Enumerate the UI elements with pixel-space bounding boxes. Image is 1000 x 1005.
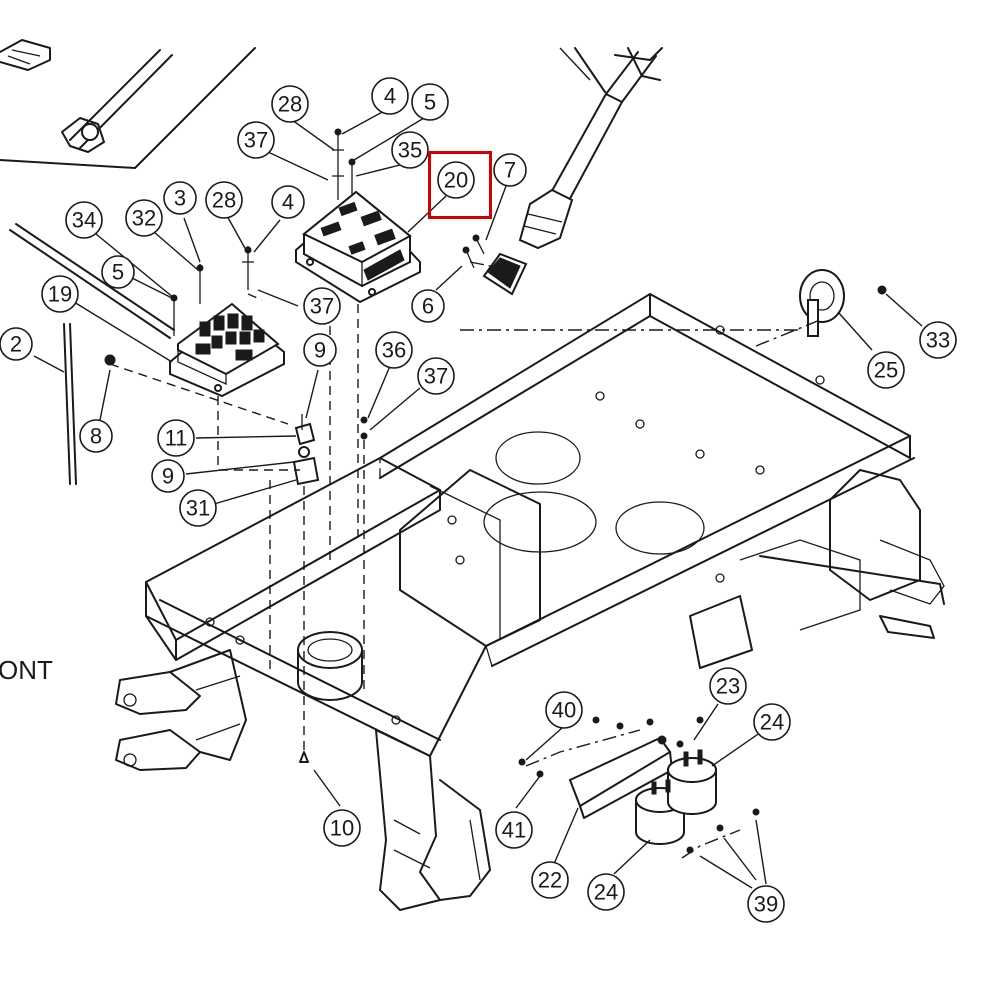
callout-34: 34 — [65, 201, 103, 239]
solenoid-assembly — [518, 716, 760, 854]
callout-7: 7 — [493, 153, 527, 187]
callout-37a: 37 — [237, 121, 275, 159]
svg-text:37: 37 — [310, 294, 334, 319]
callout-32: 32 — [125, 199, 163, 237]
svg-text:11: 11 — [165, 426, 188, 451]
callout-24b: 24 — [587, 873, 625, 911]
callout-6: 6 — [411, 289, 445, 323]
svg-text:5: 5 — [424, 90, 436, 115]
leader-lines — [33, 47, 923, 889]
callout-10: 10 — [323, 809, 361, 847]
callout-20: 20 — [437, 161, 475, 199]
callout-37c: 37 — [417, 357, 455, 395]
svg-text:37: 37 — [244, 128, 268, 153]
callout-35: 35 — [391, 131, 429, 169]
fasteners — [170, 128, 368, 763]
svg-text:10: 10 — [330, 816, 354, 841]
svg-text:24: 24 — [594, 880, 618, 905]
callout-25: 25 — [867, 351, 905, 389]
svg-text:41: 41 — [502, 818, 526, 843]
callout-4b: 4 — [271, 185, 305, 219]
callout-9b: 9 — [151, 459, 185, 493]
connector-7 — [462, 234, 528, 296]
controller-20 — [295, 190, 421, 304]
rod-2 — [63, 323, 116, 485]
callout-37b: 37 — [303, 287, 341, 325]
svg-text:4: 4 — [282, 190, 294, 215]
assembly-lines — [109, 261, 821, 859]
callout-23: 23 — [709, 667, 747, 705]
svg-text:31: 31 — [186, 496, 210, 521]
bar-34 — [9, 223, 175, 339]
svg-text:9: 9 — [314, 338, 326, 363]
svg-text:19: 19 — [48, 282, 72, 307]
svg-text:24: 24 — [760, 710, 784, 735]
callout-39: 39 — [747, 885, 785, 923]
callout-19: 19 — [41, 275, 79, 313]
svg-text:40: 40 — [552, 698, 576, 723]
svg-text:20: 20 — [444, 168, 468, 193]
svg-text:25: 25 — [874, 358, 898, 383]
callout-24a: 24 — [753, 703, 791, 741]
callout-40: 40 — [545, 691, 583, 729]
svg-text:8: 8 — [90, 424, 102, 449]
callout-8: 8 — [79, 419, 113, 453]
svg-text:22: 22 — [538, 868, 562, 893]
svg-text:3: 3 — [174, 186, 186, 211]
callout-2: 2 — [0, 327, 33, 361]
horn-25 — [799, 269, 887, 337]
callout-5b: 5 — [101, 255, 135, 289]
svg-text:32: 32 — [132, 206, 156, 231]
svg-text:4: 4 — [384, 84, 396, 109]
svg-text:39: 39 — [754, 892, 778, 917]
svg-text:23: 23 — [716, 674, 740, 699]
highlight-box — [428, 151, 492, 219]
controller-19 — [169, 302, 285, 398]
svg-text:28: 28 — [212, 188, 236, 213]
callout-28b: 28 — [205, 181, 243, 219]
callout-33: 33 — [919, 321, 957, 359]
svg-text:9: 9 — [162, 464, 174, 489]
callout-11: 11 — [157, 419, 195, 457]
callout-5a: 5 — [411, 83, 449, 121]
callout-9a: 9 — [303, 333, 337, 367]
front-direction-label: ONT — [0, 655, 53, 685]
callout-28a: 28 — [271, 85, 309, 123]
callout-4a: 4 — [371, 77, 409, 115]
callout-36: 36 — [375, 331, 413, 369]
svg-text:28: 28 — [278, 92, 302, 117]
chassis-frame — [115, 293, 945, 911]
svg-text:6: 6 — [422, 294, 434, 319]
svg-text:34: 34 — [72, 208, 96, 233]
svg-text:37: 37 — [424, 364, 448, 389]
svg-text:5: 5 — [112, 260, 124, 285]
svg-text:7: 7 — [504, 158, 516, 183]
callout-3: 3 — [163, 181, 197, 215]
svg-text:33: 33 — [926, 328, 950, 353]
svg-text:35: 35 — [398, 138, 422, 163]
wire-harness — [518, 47, 663, 250]
inset-drawing — [0, 39, 256, 169]
callout-41: 41 — [495, 811, 533, 849]
svg-text:2: 2 — [10, 332, 22, 357]
callout-22: 22 — [531, 861, 569, 899]
svg-text:36: 36 — [382, 338, 406, 363]
callout-31: 31 — [179, 489, 217, 527]
